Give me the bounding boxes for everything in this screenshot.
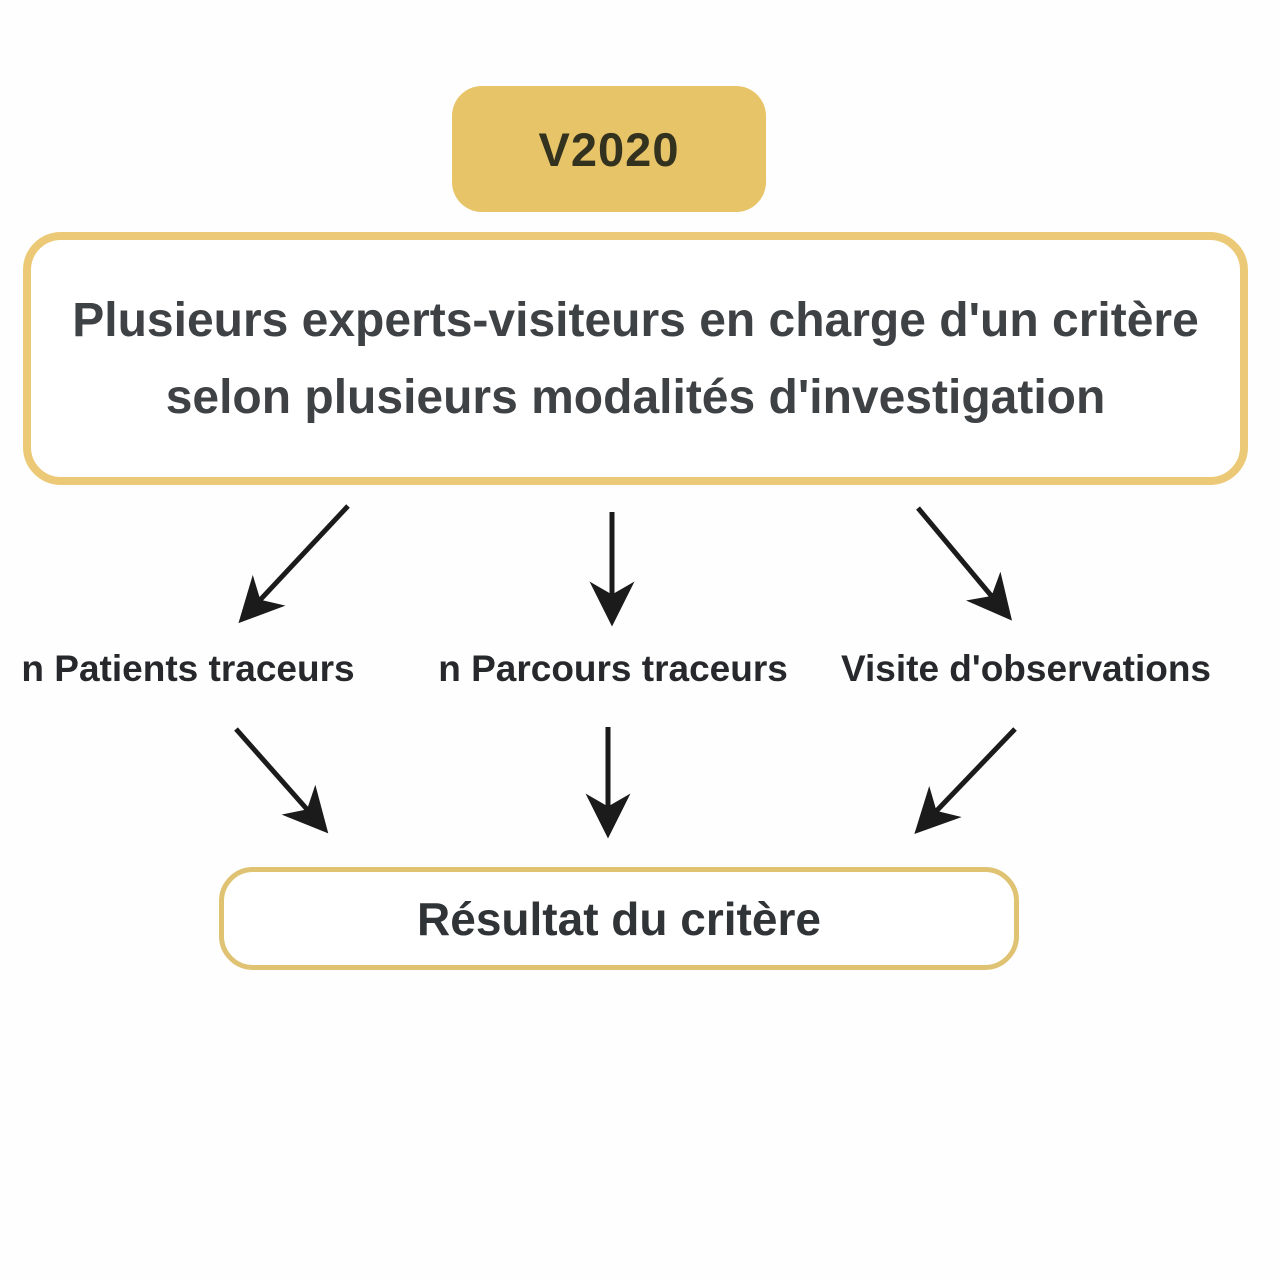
arrow-patients-to-result (234, 727, 329, 834)
version-badge: V2020 (452, 86, 766, 212)
arrow-main-to-patients (238, 504, 350, 624)
main-box-line1: Plusieurs experts-visiteurs en charge d'… (72, 293, 1199, 347)
branch-label-patients-traceurs: n Patients traceurs (21, 648, 355, 689)
main-box: Plusieurs experts-visiteurs en charge d'… (23, 232, 1248, 485)
version-badge-label: V2020 (538, 122, 680, 176)
result-box-label: Résultat du critère (417, 892, 821, 945)
arrow-visite-to-result (914, 727, 1017, 835)
main-box-line2: selon plusieurs modalités d'investigatio… (165, 370, 1106, 424)
arrow-main-to-visite (916, 506, 1013, 621)
branch-label-parcours-traceurs: n Parcours traceurs (438, 648, 788, 689)
branch-label-visite-observations: Visite d'observations (840, 648, 1212, 689)
result-box: Résultat du critère (219, 867, 1019, 970)
